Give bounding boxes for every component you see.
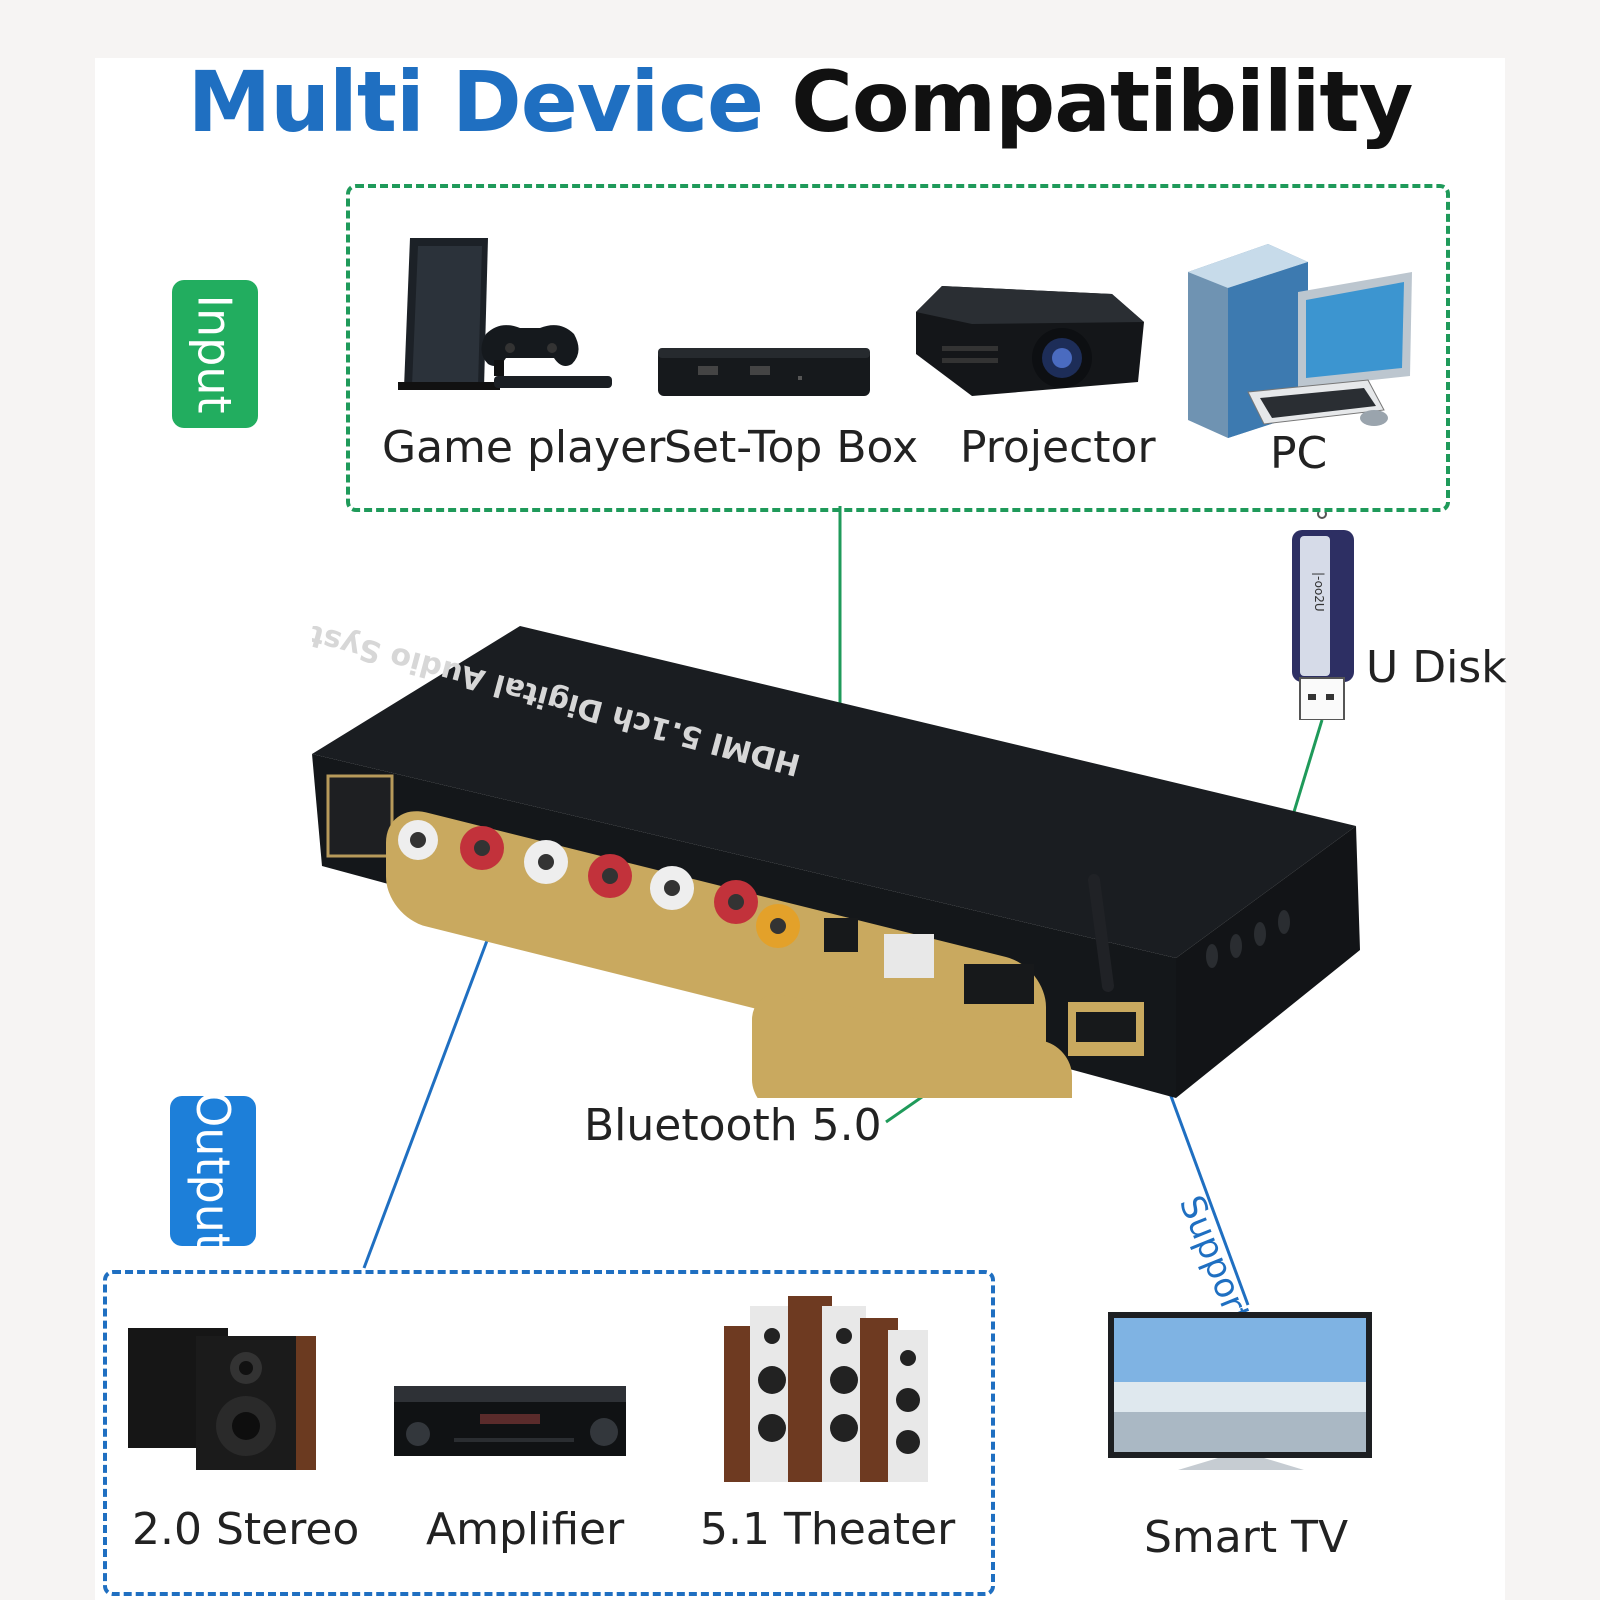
theater-label: 5.1 Theater [700,1504,956,1555]
smart-tv-label: Smart TV [1144,1512,1349,1563]
amplifier-icon [394,1386,626,1456]
stereo-label: 2.0 Stereo [132,1504,360,1555]
title-part-blue: Multi Device [187,53,764,151]
smart-tv-icon [1108,1312,1372,1470]
svg-text:|-oo2U: |-oo2U [1312,572,1326,612]
bluetooth-label: Bluetooth 5.0 [584,1100,882,1151]
projector-label: Projector [960,422,1156,473]
page-title: Multi Device Compatibility [0,52,1600,152]
projector-icon [916,286,1144,396]
input-devices-box [346,184,1450,512]
audio-decoder-device: HDMI 5.1ch Digital Audio System [312,626,1360,1098]
output-line [362,921,496,1269]
output-devices-box [103,1270,995,1596]
rca-jacks [398,820,800,948]
game-player-label: Game player [382,422,666,473]
amplifier-label: Amplifier [426,1504,625,1555]
game-console-icon [398,238,612,390]
udisk-line [1288,719,1324,826]
pc-label: PC [1270,428,1328,479]
pc-icon [1188,244,1412,438]
output-tag: Output [170,1091,256,1251]
theater-speakers-icon [724,1296,928,1482]
usb-drive-icon: |-oo2U [1292,512,1354,720]
title-part-black: Compatibility [791,53,1413,151]
stereo-speakers-icon [128,1328,316,1470]
u-disk-label: U Disk [1366,642,1507,693]
set-top-box-icon [658,348,870,396]
set-top-box-label: Set-Top Box [664,422,919,473]
input-tag: Input [172,280,258,428]
arc-line [1166,1087,1250,1306]
